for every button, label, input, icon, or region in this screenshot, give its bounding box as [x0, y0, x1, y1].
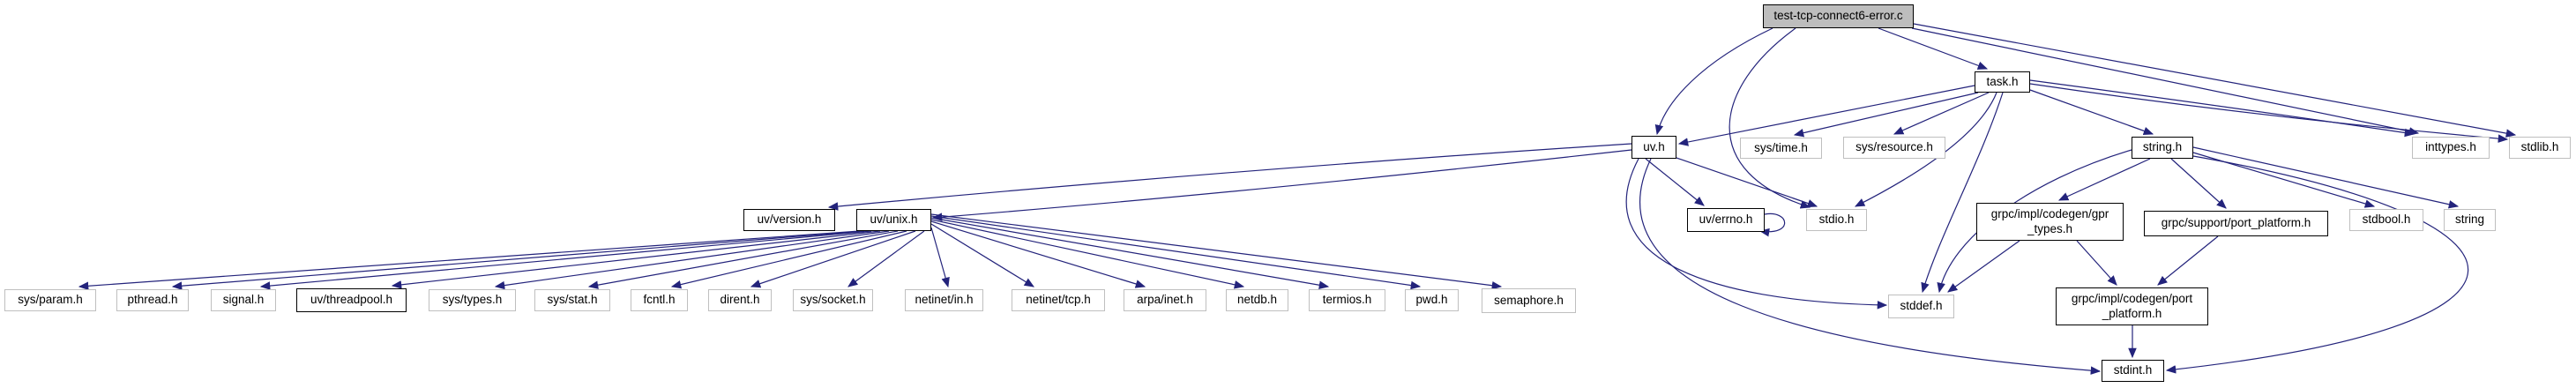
graph-node-uv[interactable]: uv.h	[1631, 136, 1676, 159]
edge-task-to-sysresource	[1893, 92, 1990, 135]
edge-supportpp-to-codegenpp	[2157, 235, 2219, 286]
edge-uvunix-to-pwd	[930, 215, 1422, 290]
edge-uvunix-to-netdb	[930, 219, 1245, 289]
graph-node-systypes[interactable]: sys/types.h	[429, 289, 516, 311]
graph-node-dirent[interactable]: dirent.h	[708, 289, 772, 311]
graph-node-arpainet[interactable]: arpa/inet.h	[1124, 289, 1206, 311]
graph-node-uvthreadpool[interactable]: uv/threadpool.h	[296, 288, 407, 312]
edge-uvunix-to-fcntl	[670, 230, 907, 289]
graph-node-syssocket[interactable]: sys/socket.h	[793, 289, 873, 311]
edge-uvunix-to-systypes	[494, 230, 890, 290]
graph-node-netdb[interactable]: netdb.h	[1226, 289, 1288, 311]
edge-gprtypes-to-codegenpp	[2076, 240, 2117, 286]
graph-node-stdint[interactable]: stdint.h	[2102, 360, 2164, 382]
edge-uvunix-to-arpainet	[930, 220, 1146, 288]
graph-node-stringcpp[interactable]: string	[2444, 209, 2496, 231]
edge-uvunix-to-termios	[930, 217, 1330, 289]
edge-stringh-to-gprtypes	[2057, 158, 2151, 201]
edge-uvunix-to-dirent	[750, 230, 916, 288]
edge-uvunix-to-sysstat	[587, 230, 899, 289]
graph-node-pthread[interactable]: pthread.h	[116, 289, 189, 311]
edge-task-to-stringh	[2029, 89, 2154, 136]
edge-uvunix-to-semaphore	[930, 213, 1503, 290]
graph-node-pwd[interactable]: pwd.h	[1405, 289, 1459, 311]
graph-node-sysparam[interactable]: sys/param.h	[4, 289, 96, 311]
edge-task-to-systime	[1793, 92, 1979, 138]
graph-node-stddef[interactable]: stddef.h	[1888, 295, 1954, 318]
edge-gprtypes-to-stddef	[1947, 240, 2020, 293]
graph-node-codegenpp[interactable]: grpc/impl/codegen/port _platform.h	[2056, 287, 2208, 325]
graph-node-systime[interactable]: sys/time.h	[1740, 138, 1822, 159]
edge-uv-to-uvversion	[827, 143, 1632, 211]
graph-node-uvversion[interactable]: uv/version.h	[743, 209, 835, 231]
graph-node-semaphore[interactable]: semaphore.h	[1482, 288, 1576, 313]
edge-task-to-stdlib	[2029, 83, 2509, 143]
edge-stringh-to-stringcpp	[2192, 146, 2460, 209]
graph-node-sysresource[interactable]: sys/resource.h	[1843, 137, 1945, 159]
edge-uvunix-to-pthread	[171, 230, 865, 290]
graph-node-task[interactable]: task.h	[1975, 71, 2030, 93]
edge-uvunix-to-signal	[259, 230, 872, 290]
edge-uvunix-to-netinetin	[930, 227, 950, 288]
graph-node-stdlib[interactable]: stdlib.h	[2509, 137, 2571, 159]
graph-node-sysstat[interactable]: sys/stat.h	[534, 289, 610, 311]
edge-stringh-to-supportpp	[2170, 158, 2227, 209]
edge-test-to-stdlib	[1913, 23, 2517, 138]
edge-uv-to-stdio	[1673, 156, 1818, 208]
edge-uv-to-stdint	[1639, 158, 2102, 375]
edge-uvunix-to-sysparam	[78, 230, 861, 291]
graph-node-termios[interactable]: termios.h	[1309, 289, 1385, 311]
edge-uv-to-uverrno	[1645, 158, 1705, 206]
graph-node-uverrno[interactable]: uv/errno.h	[1687, 208, 1765, 232]
edge-uv-to-uvunix	[931, 149, 1632, 221]
edge-test-to-inttypes	[1911, 27, 2420, 136]
edge-test-to-uv	[1654, 27, 1773, 136]
edge-task-to-stddef	[1921, 92, 2004, 294]
edge-test-to-task	[1878, 27, 1989, 70]
graph-node-stdio[interactable]: stdio.h	[1806, 209, 1867, 231]
edge-task-to-uv	[1677, 85, 1975, 146]
graph-node-test[interactable]: test-tcp-connect6-error.c	[1763, 4, 1914, 28]
edge-uvunix-to-syssocket	[847, 230, 925, 287]
graph-node-signal[interactable]: signal.h	[211, 289, 276, 311]
graph-node-netinetin[interactable]: netinet/in.h	[905, 289, 983, 311]
edge-uvunix-to-uvthreadpool	[391, 230, 881, 289]
graph-node-fcntl[interactable]: fcntl.h	[631, 289, 688, 311]
graph-node-supportpp[interactable]: grpc/support/port_platform.h	[2144, 211, 2328, 236]
edge-uverrno-to-uverrno	[1758, 213, 1786, 237]
graph-node-inttypes[interactable]: inttypes.h	[2412, 137, 2490, 159]
graph-node-gprtypes[interactable]: grpc/impl/codegen/gpr _types.h	[1976, 203, 2124, 241]
edge-stringh-to-stdint	[2165, 155, 2469, 374]
edge-task-to-inttypes	[2029, 79, 2415, 138]
graph-node-netinettcp[interactable]: netinet/tcp.h	[1012, 289, 1105, 311]
edge-task-to-stdio	[1854, 92, 1997, 207]
graph-node-stdbool[interactable]: stdbool.h	[2349, 209, 2423, 231]
edge-uvunix-to-netinettcp	[930, 223, 1034, 287]
graph-node-uvunix[interactable]: uv/unix.h	[856, 209, 931, 231]
graph-node-stringh[interactable]: string.h	[2132, 137, 2193, 159]
